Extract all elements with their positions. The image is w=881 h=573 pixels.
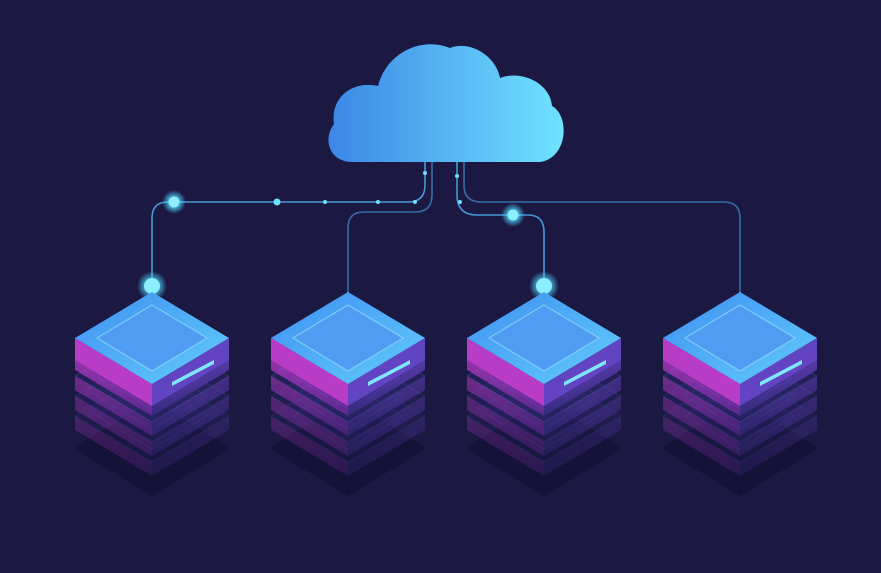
server-top-inset [683, 304, 797, 372]
server-rack-icon [73, 292, 231, 496]
server-side-left [271, 338, 348, 406]
line-markers [273, 171, 462, 206]
connection-line-server-1 [151, 162, 426, 285]
server-indicator-bar [172, 360, 214, 386]
server-indicator-bar [564, 360, 606, 386]
connection-line-server-3 [456, 162, 545, 285]
server-top-inset [291, 304, 405, 372]
server-side-right [152, 338, 229, 406]
connection-line-server-4 [463, 162, 741, 296]
server-indicator-bar [760, 360, 802, 386]
server-side-left [75, 338, 152, 406]
server-side-right [544, 338, 621, 406]
server-side-left [663, 338, 740, 406]
glowing-nodes [137, 190, 559, 301]
cloud-icon [328, 44, 564, 162]
server-rack-icon [661, 292, 819, 496]
network-connections [151, 162, 741, 296]
server-rack-icon [465, 292, 623, 496]
server-indicator-bar [368, 360, 410, 386]
server-side-right [348, 338, 425, 406]
node-glow-icon [162, 190, 186, 214]
server-top-inset [487, 304, 601, 372]
server-group [73, 292, 819, 496]
server-side-left [467, 338, 544, 406]
server-rack-icon [269, 292, 427, 496]
node-glow-icon [137, 271, 167, 301]
node-glow-icon [529, 271, 559, 301]
server-top-inset [95, 304, 209, 372]
node-glow-icon [501, 203, 525, 227]
server-side-right [740, 338, 817, 406]
connection-line-server-2 [347, 162, 433, 296]
